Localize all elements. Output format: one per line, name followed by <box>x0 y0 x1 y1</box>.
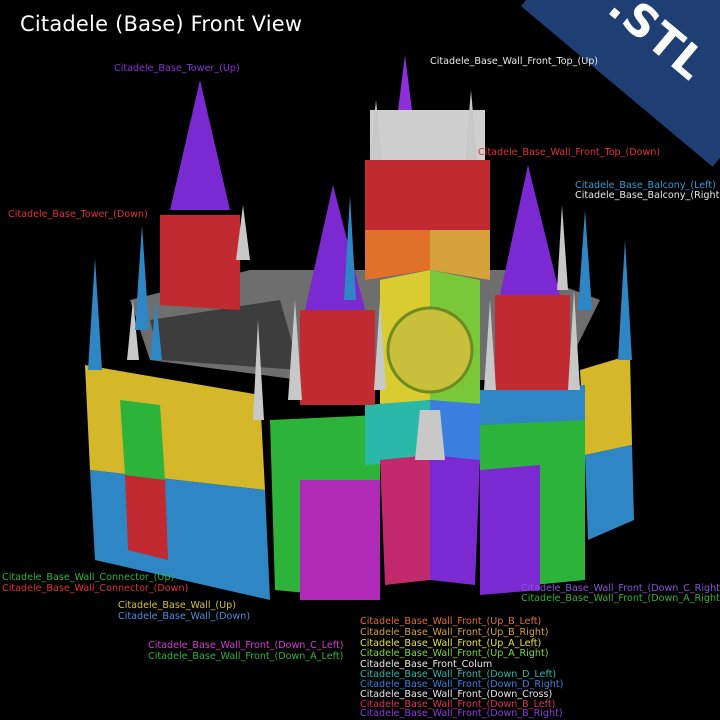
front-wall-up-b-right <box>430 220 490 280</box>
label-wall-front-up-b-left: Citadele_Base_Wall_Front_(Up_B_Left) <box>360 616 542 627</box>
right-wall-lower <box>585 445 634 540</box>
left-wall-upper <box>85 365 265 490</box>
front-wall-down-b-right <box>430 455 480 585</box>
rose-window <box>386 306 474 394</box>
label-tower-down: Citadele_Base_Tower_(Down) <box>8 209 148 220</box>
tower-mid-right-up <box>500 165 560 295</box>
label-wall-connector-down: Citadele_Base_Wall_Connector_(Down) <box>2 583 189 594</box>
label-balcony-left: Citadele_Base_Balcony_(Left) <box>575 180 716 191</box>
label-wall-front-down-c-right: Citadele_Base_Wall_Front_(Down_C_Right) <box>521 583 720 594</box>
left-connector-down <box>125 475 168 560</box>
label-wall-front-up-b-right: Citadele_Base_Wall_Front_(Up_B_Right) <box>360 627 549 638</box>
label-wall-front-down-a-right: Citadele_Base_Wall_Front_(Down_A_Right) <box>521 593 720 604</box>
front-wall-down-c-left <box>300 480 380 600</box>
left-tower-down <box>160 215 240 310</box>
label-wall-up: Citadele_Base_Wall_(Up) <box>118 600 236 611</box>
front-top-up <box>370 110 485 160</box>
roof-floor-dark <box>150 300 300 370</box>
label-wall-connector-up: Citadele_Base_Wall_Connector_(Up) <box>2 572 175 583</box>
label-wall-front-down-b-left: Citadele_Base_Wall_Front_(Down_B_Left) <box>360 699 556 710</box>
left-tower-up <box>170 80 230 210</box>
right-blue-band <box>480 385 585 425</box>
tower-mid-right-down <box>495 295 570 390</box>
label-wall-down: Citadele_Base_Wall_(Down) <box>118 611 251 622</box>
front-top-down <box>365 160 490 230</box>
front-wall-down-c-right <box>480 465 540 595</box>
front-wall-down-cross <box>415 410 445 460</box>
label-wall-front-down-a-left: Citadele_Base_Wall_Front_(Down_A_Left) <box>148 651 344 662</box>
label-wall-front-down-d-left: Citadele_Base_Wall_Front_(Down_D_Left) <box>360 669 557 680</box>
right-wall-upper <box>580 355 632 455</box>
label-wall-front-up-a-left: Citadele_Base_Wall_Front_(Up_A_Left) <box>360 638 542 649</box>
label-tower-up: Citadele_Base_Tower_(Up) <box>114 63 240 74</box>
tower-mid-left-up <box>305 185 365 310</box>
front-wall-down-d-right <box>430 400 495 465</box>
label-front-colum: Citadele_Base_Front_Colum <box>360 659 493 670</box>
label-balcony-right: Citadele_Base_Balcony_(Right) <box>575 190 720 201</box>
page-title: Citadele (Base) Front View <box>20 12 303 36</box>
front-wall-up-b-left <box>365 220 430 280</box>
label-wall-front-top-down: Citadele_Base_Wall_Front_Top_(Down) <box>478 147 661 158</box>
label-wall-front-up-a-right: Citadele_Base_Wall_Front_(Up_A_Right) <box>360 648 549 659</box>
front-wall-down-b-left <box>380 455 430 585</box>
label-wall-front-down-d-right: Citadele_Base_Wall_Front_(Down_D_Right) <box>360 679 564 690</box>
label-wall-front-top-up: Citadele_Base_Wall_Front_Top_(Up) <box>430 56 599 67</box>
label-wall-front-down-b-right: Citadele_Base_Wall_Front_(Down_B_Right) <box>360 708 563 719</box>
label-wall-front-down-cross: Citadele_Base_Wall_Front_(Down_Cross) <box>360 689 553 700</box>
front-wall-down-d-left <box>365 400 430 465</box>
pinnacles <box>127 90 580 420</box>
teal-pinnacles <box>88 195 632 370</box>
left-connector-up <box>120 400 165 480</box>
label-wall-front-down-c-left: Citadele_Base_Wall_Front_(Down_C_Left) <box>148 640 344 651</box>
front-top-spire <box>398 55 412 110</box>
tower-mid-left-down <box>300 310 375 405</box>
